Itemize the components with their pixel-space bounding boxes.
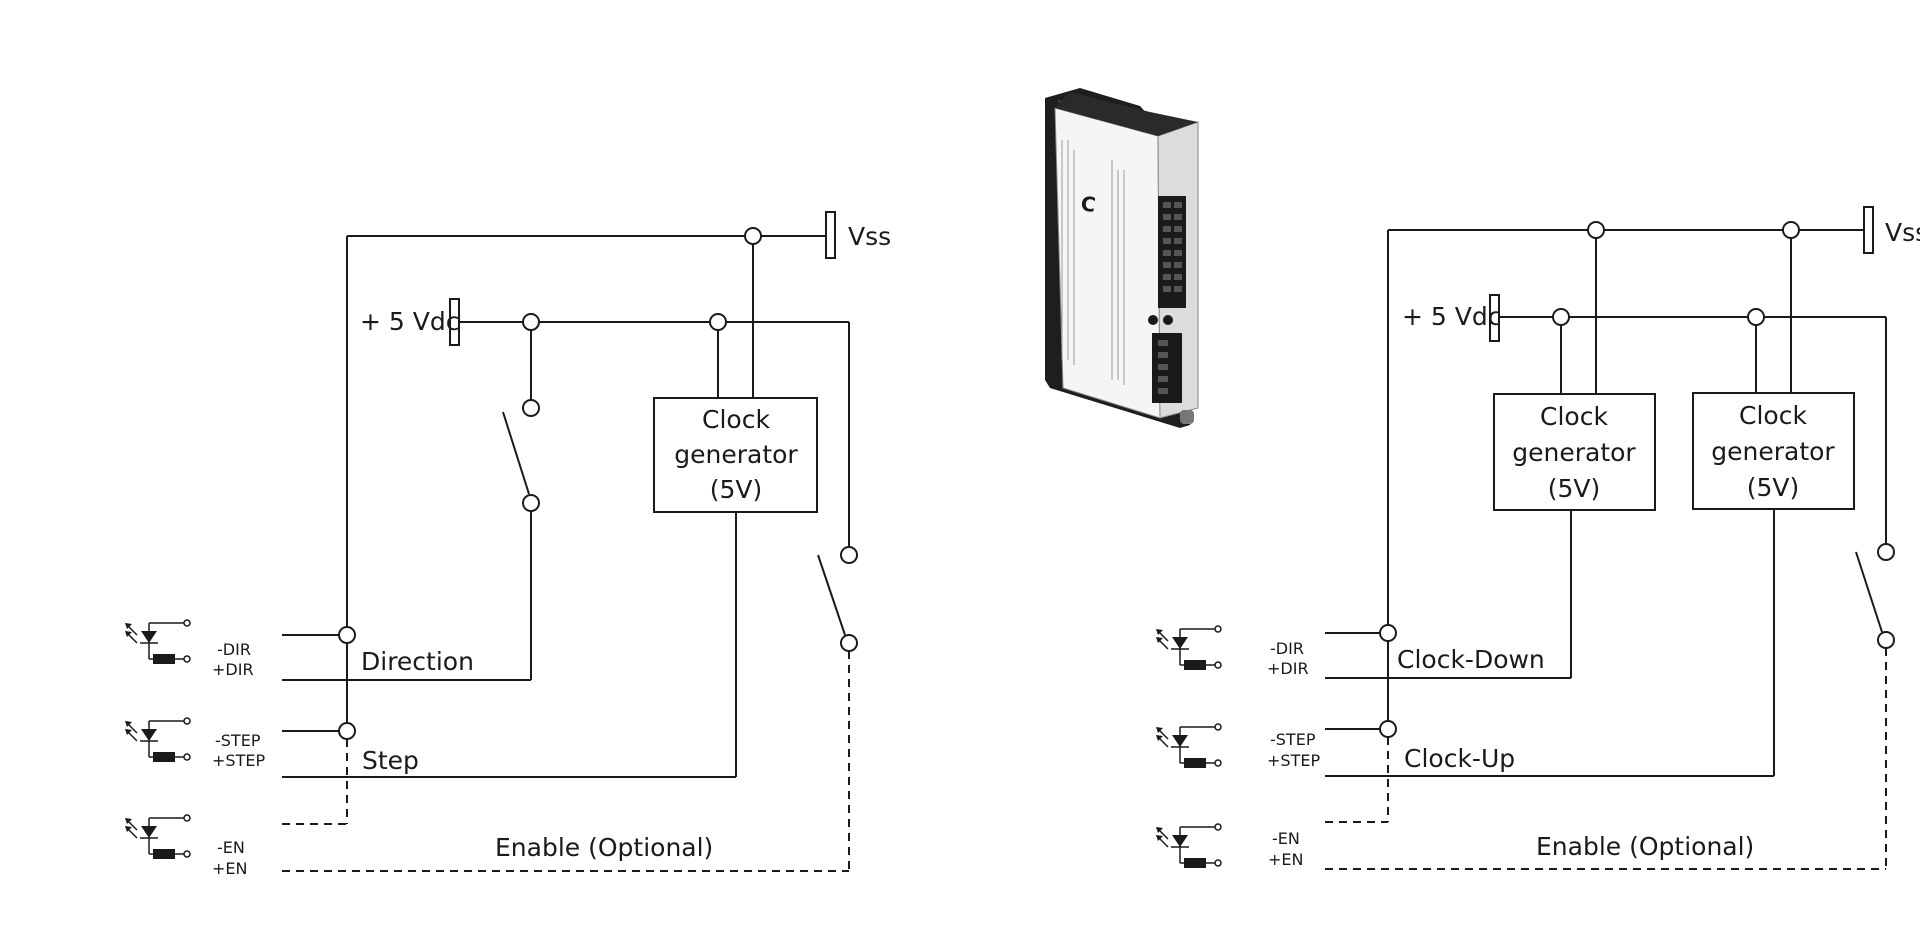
enable-label: Enable (Optional): [495, 833, 713, 862]
pin-dir-plus: +DIR: [212, 660, 254, 679]
vss-terminal-right: [1863, 206, 1874, 254]
vdc-label: + 5 Vdc: [360, 307, 459, 336]
pin-en-plus: +EN: [212, 859, 247, 878]
clock-generator-1-line2: generator: [1512, 438, 1636, 467]
left-circuit: Vss + 5 Vdc Clock generator (5V) Di: [124, 211, 891, 878]
pin-dir-plus-right: +DIR: [1267, 659, 1309, 678]
pin-step-plus-right: +STEP: [1267, 751, 1320, 770]
optocoupler-dir-right-icon: [1155, 625, 1222, 671]
step-label: Step: [362, 746, 419, 775]
pin-step-minus-right: -STEP: [1270, 730, 1316, 749]
optocoupler-dir-icon: [124, 619, 191, 665]
pin-dir-minus-right: -DIR: [1270, 639, 1304, 658]
clock-generator-1-box: [1493, 393, 1656, 511]
pin-en-plus-right: +EN: [1268, 850, 1303, 869]
pin-en-minus: -EN: [217, 838, 245, 857]
optocoupler-en-right-icon: [1155, 823, 1222, 869]
clock-generator-line1: Clock: [702, 405, 770, 434]
vss-label: Vss: [848, 222, 891, 251]
enable-label-right: Enable (Optional): [1536, 832, 1754, 861]
clock-up-label: Clock-Up: [1404, 744, 1515, 773]
pin-dir-minus: -DIR: [217, 640, 251, 659]
optocoupler-step-right-icon: [1155, 723, 1222, 769]
right-circuit: Vss + 5 Vdc Clock generator (5V) Clock g…: [1155, 206, 1920, 870]
clock-down-label: Clock-Down: [1397, 645, 1545, 674]
pin-en-minus-right: -EN: [1272, 829, 1300, 848]
clock-generator-2-line3: (5V): [1747, 473, 1800, 502]
clock-generator-line2: generator: [674, 440, 798, 469]
direction-label: Direction: [361, 647, 474, 676]
stepper-driver-image: C: [1045, 88, 1199, 428]
optocoupler-step-icon: [124, 717, 191, 763]
vss-label-right: Vss: [1885, 218, 1920, 247]
pin-step-minus: -STEP: [215, 731, 261, 750]
optocoupler-en-icon: [124, 814, 191, 860]
clock-generator-1-line1: Clock: [1540, 402, 1608, 431]
clock-generator-2-line2: generator: [1711, 437, 1835, 466]
pin-step-plus: +STEP: [212, 751, 265, 770]
clock-generator-1-line3: (5V): [1548, 474, 1601, 503]
clock-generator-2-box: [1692, 392, 1855, 510]
clock-generator-line3: (5V): [710, 475, 763, 504]
vss-terminal: [825, 211, 836, 259]
svg-text:C: C: [1079, 191, 1097, 217]
clock-generator-2-line1: Clock: [1739, 401, 1807, 430]
vdc-label-right: + 5 Vdc: [1402, 302, 1501, 331]
